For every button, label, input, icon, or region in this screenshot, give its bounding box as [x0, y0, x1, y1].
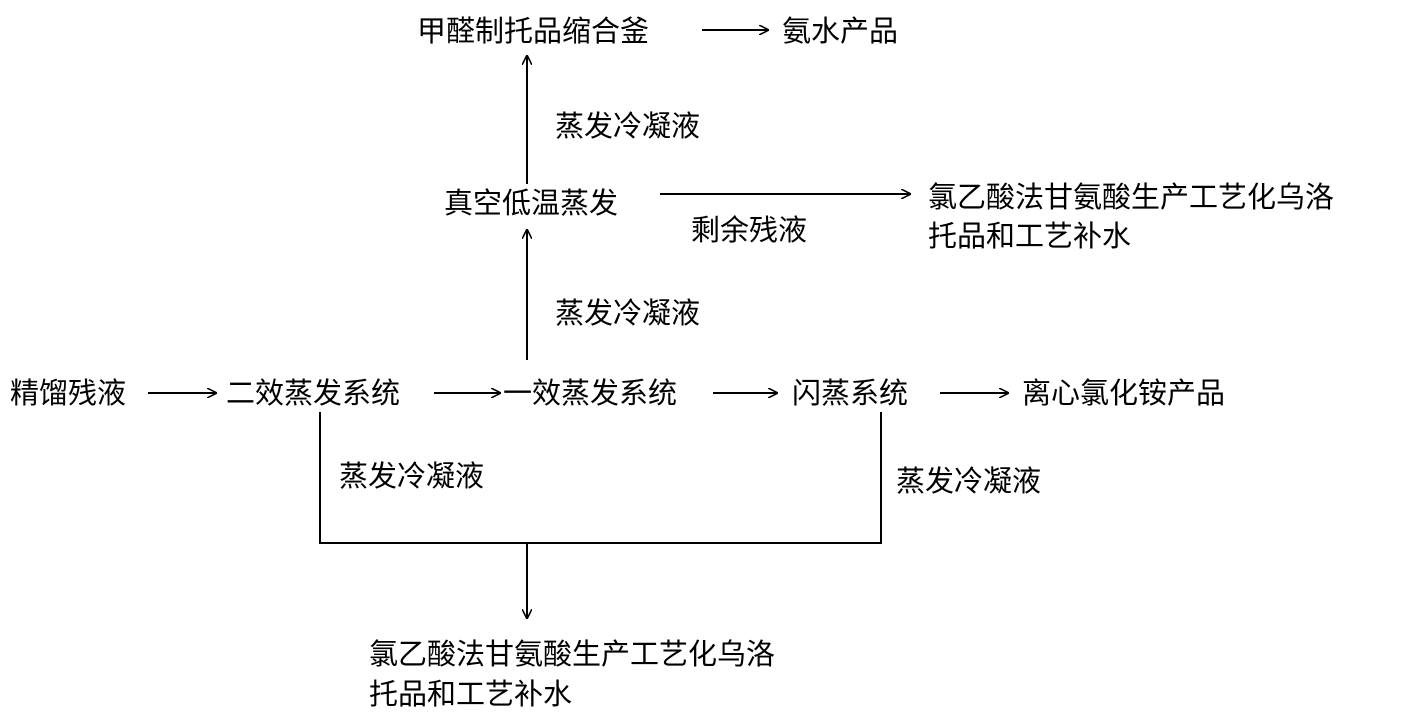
node-vacuum-low-temp-evaporation: 真空低温蒸发	[444, 186, 619, 220]
edge-label-evap-condensate-top: 蒸发冷凝液	[555, 109, 701, 143]
node-second-effect-evaporation: 二效蒸发系统	[226, 376, 401, 410]
node-process-water-bottom-line2: 托品和工艺补水	[369, 677, 573, 711]
node-process-water-right-line2: 托品和工艺补水	[928, 219, 1132, 253]
condensate-collector-bracket	[319, 412, 882, 544]
node-first-effect-evaporation: 一效蒸发系统	[503, 376, 678, 410]
node-process-water-bottom-line1: 氯乙酸法甘氨酸生产工艺化乌洛	[369, 637, 776, 671]
node-formaldehyde-urotropine-kettle: 甲醛制托品缩合釜	[417, 14, 650, 48]
node-rectification-residue: 精馏残液	[10, 376, 127, 410]
node-process-water-right-line1: 氯乙酸法甘氨酸生产工艺化乌洛	[928, 180, 1335, 214]
edge-label-remaining-residue: 剩余残液	[691, 213, 808, 247]
edge-label-evap-condensate-left: 蒸发冷凝液	[339, 459, 485, 493]
node-centrifuge-ammonium-chloride: 离心氯化铵产品	[1022, 376, 1226, 410]
edge-label-evap-condensate-middle: 蒸发冷凝液	[555, 296, 701, 330]
node-ammonia-water-product: 氨水产品	[782, 14, 899, 48]
node-flash-evaporation: 闪蒸系统	[792, 376, 909, 410]
edge-label-evap-condensate-right: 蒸发冷凝液	[896, 464, 1042, 498]
